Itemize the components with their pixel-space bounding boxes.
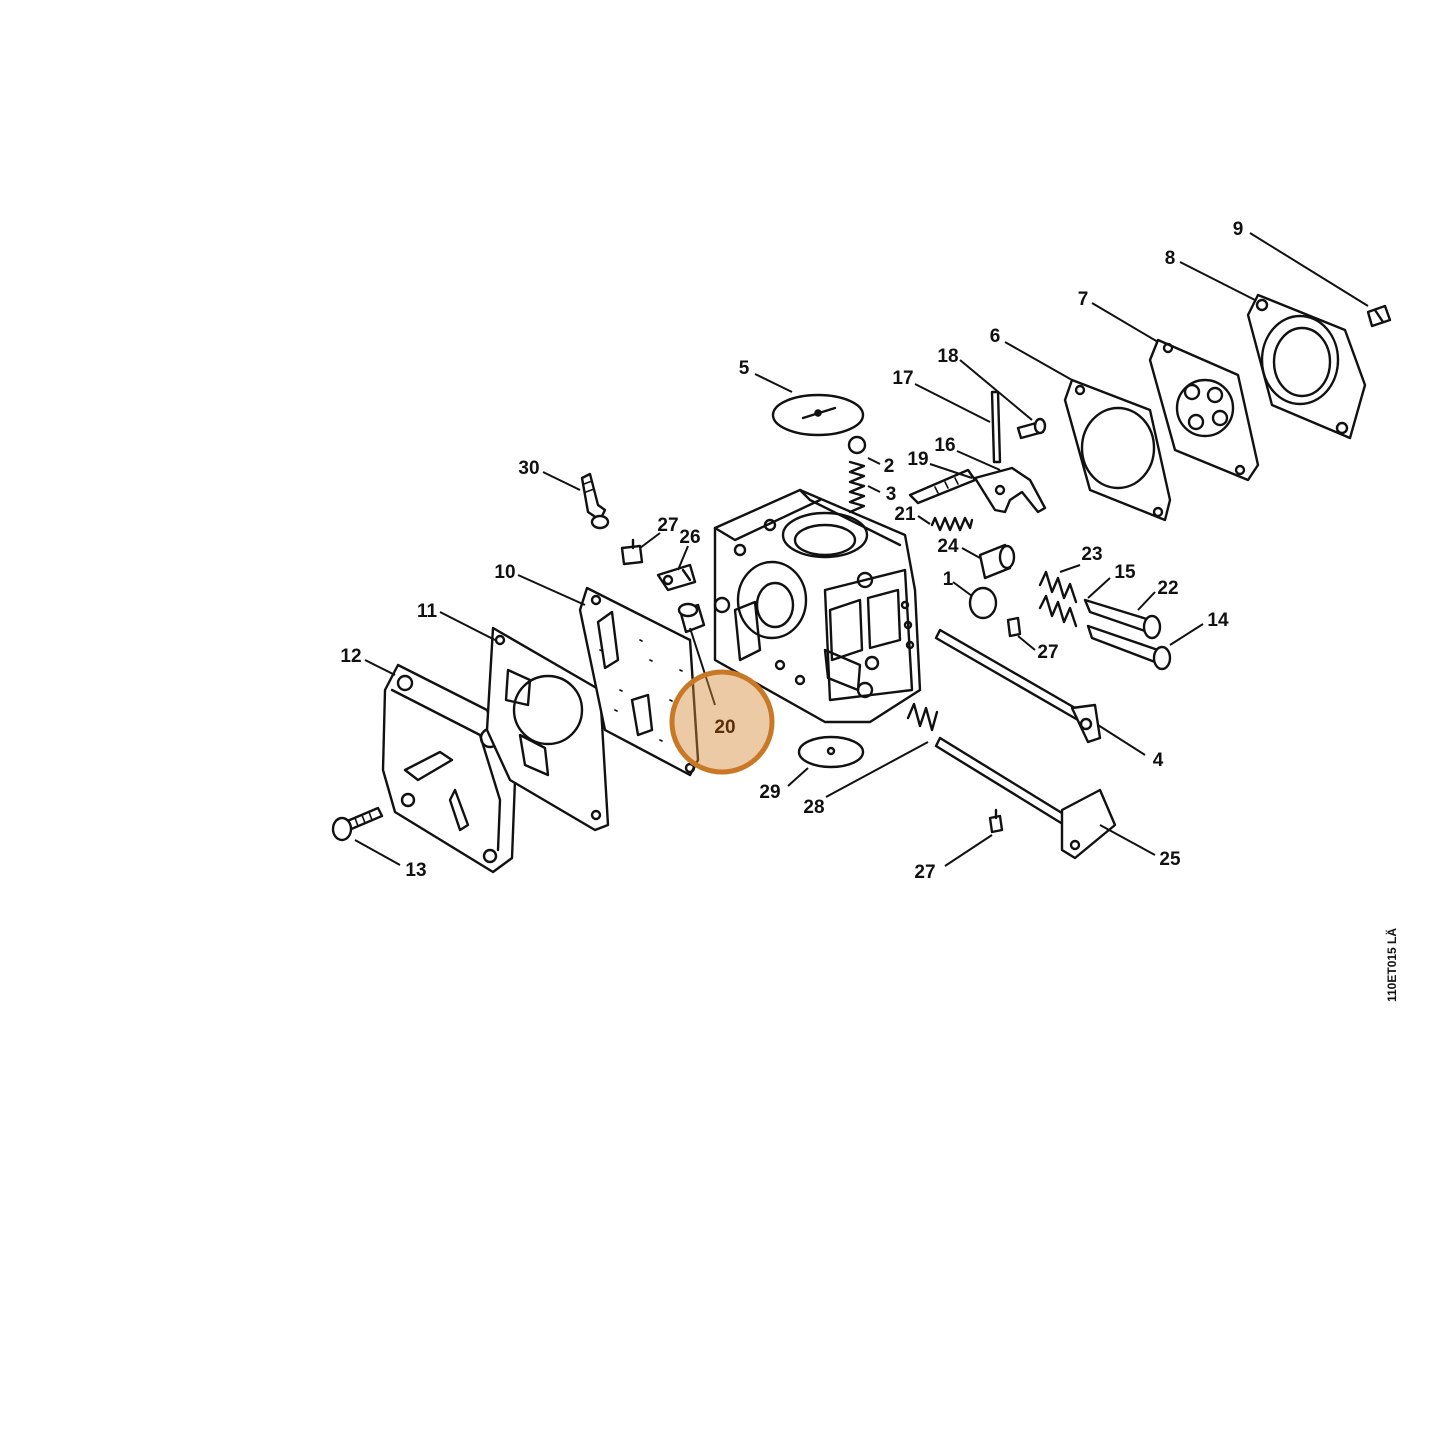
part-26-clip[interactable] — [656, 563, 697, 592]
part-18-screw[interactable] — [1016, 417, 1047, 440]
highlight-circle — [669, 669, 775, 775]
callout-6: 6 — [990, 326, 1001, 347]
callout-30: 30 — [518, 458, 539, 479]
callout-27-middle: 27 — [1037, 642, 1058, 663]
callout-11: 11 — [417, 601, 438, 622]
callout-27-bottom: 27 — [914, 862, 935, 883]
part-27-screw-middle[interactable] — [1006, 616, 1022, 638]
part-22-adjusting-screw[interactable] — [1083, 598, 1162, 640]
callout-19: 19 — [907, 449, 928, 470]
callout-5: 5 — [739, 358, 750, 379]
callout-22: 22 — [1157, 578, 1178, 599]
callout-13: 13 — [405, 860, 426, 881]
callout-17: 17 — [892, 368, 913, 389]
callout-21: 21 — [894, 504, 916, 525]
callout-18: 18 — [937, 346, 958, 367]
callout-1: 1 — [943, 569, 954, 590]
part-2-ball[interactable] — [847, 435, 867, 455]
callout-27-upper: 27 — [657, 515, 678, 536]
part-24-bushing[interactable] — [978, 543, 1016, 580]
part-16-control-lever[interactable] — [973, 466, 1047, 514]
callout-20-highlighted: 20 — [714, 717, 735, 738]
part-14-adjusting-screw[interactable] — [1086, 624, 1172, 671]
callout-28: 28 — [803, 797, 824, 818]
carburetor-body[interactable] — [713, 488, 922, 724]
callout-7: 7 — [1078, 289, 1089, 310]
leader-lines — [354, 232, 1369, 867]
part-12-carburetor-cover[interactable] — [381, 663, 517, 874]
part-8-pump-cover[interactable] — [1246, 293, 1367, 440]
part-1-disc[interactable] — [968, 586, 998, 620]
callout-23: 23 — [1081, 544, 1102, 565]
callout-12: 12 — [340, 646, 361, 667]
part-4-throttle-shaft[interactable] — [934, 628, 1102, 744]
callout-labels: 9 8 7 6 18 17 5 16 19 2 3 21 24 30 27 26… — [340, 219, 1243, 883]
part-10-metering-diaphragm[interactable] — [578, 586, 700, 777]
part-9-screw[interactable] — [1366, 304, 1392, 328]
part-29-disc[interactable] — [797, 735, 865, 769]
callout-25: 25 — [1159, 849, 1181, 870]
callout-14: 14 — [1207, 610, 1229, 631]
callout-16: 16 — [934, 435, 955, 456]
part-5-disc[interactable] — [771, 393, 865, 437]
part-13-screw[interactable] — [331, 806, 384, 842]
part-28-spring[interactable] — [906, 702, 939, 732]
part-20-plug[interactable] — [677, 602, 706, 634]
part-6-gasket[interactable] — [1063, 378, 1172, 522]
callout-8: 8 — [1165, 248, 1176, 269]
part-27-screw-bottom[interactable] — [988, 808, 1004, 834]
callout-29: 29 — [759, 782, 780, 803]
callout-4: 4 — [1153, 750, 1164, 771]
part-30-elbow-fitting[interactable] — [580, 472, 610, 530]
callout-10: 10 — [494, 562, 515, 583]
callout-3: 3 — [886, 484, 897, 505]
callout-15: 15 — [1114, 562, 1136, 583]
callout-24: 24 — [937, 536, 959, 557]
callout-2: 2 — [884, 456, 895, 477]
part-21-spring[interactable] — [930, 516, 974, 532]
part-3-spring[interactable] — [848, 460, 866, 514]
part-25-choke-shaft[interactable] — [934, 736, 1117, 860]
callout-26: 26 — [679, 527, 700, 548]
part-7-pump-diaphragm[interactable] — [1148, 338, 1260, 482]
part-27-screw-upper[interactable] — [620, 538, 644, 566]
drawing-reference: 110ET015 LÄ — [1384, 928, 1399, 1002]
callout-9: 9 — [1233, 219, 1244, 240]
part-23-springs[interactable] — [1038, 570, 1078, 628]
part-17-pin[interactable] — [990, 390, 1002, 464]
